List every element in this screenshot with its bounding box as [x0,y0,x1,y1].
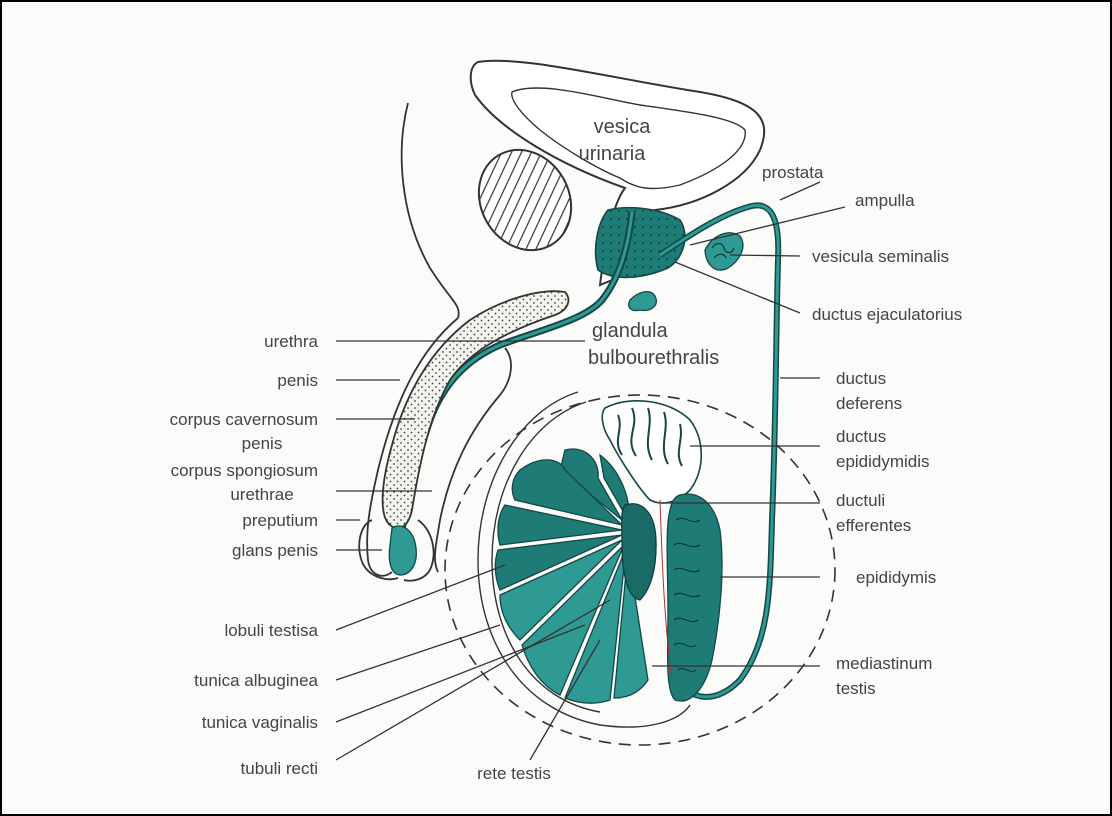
label-ampulla: ampulla [855,191,915,210]
label-ductus-epididymidis-2: epididymidis [836,452,930,471]
label-rete-testis: rete testis [477,764,551,783]
label-tunica-albuginea: tunica albuginea [194,671,318,690]
label-urethra: urethra [264,332,318,351]
rete-testis [622,504,656,600]
label-ductus-epididymidis-1: ductus [836,427,886,446]
abdominal-wall-contour [402,103,459,318]
label-corpus-spongiosum-urethrae: urethrae [230,485,293,504]
label-tunica-vaginalis: tunica vaginalis [202,713,318,732]
label-lobuli-testisa: lobuli testisa [224,621,318,640]
glans-penis [389,526,416,575]
epididymis [667,494,722,701]
label-bulbourethralis: bulbourethralis [588,347,719,369]
label-glandula: glandula [592,320,669,342]
label-ductus-deferens-2: deferens [836,394,902,413]
label-glans-penis: glans penis [232,541,318,560]
bulbourethral-gland [629,292,657,311]
label-mediastinum-2: testis [836,679,876,698]
label-preputium: preputium [242,511,318,530]
label-tubuli-recti: tubuli recti [241,759,318,778]
label-penis: penis [277,371,318,390]
label-corpus-spongiosum: corpus spongiosum [171,461,318,480]
label-prostata: prostata [762,163,824,182]
prostate [596,208,685,278]
label-corpus-cavernosum: corpus cavernosum [170,410,318,429]
label-ductus-ejaculatorius: ductus ejaculatorius [812,305,962,324]
label-urinaria: urinaria [579,143,647,165]
label-ductuli-efferentes-2: efferentes [836,516,911,535]
label-corpus-cavernosum-penis: penis [242,434,283,453]
label-vesica: vesica [594,116,652,138]
label-vesicula-seminalis: vesicula seminalis [812,247,949,266]
seminal-vesicle [705,233,743,270]
label-epididymis: epididymis [856,568,936,587]
label-ductus-deferens-1: ductus [836,369,886,388]
label-ductuli-efferentes-1: ductuli [836,491,885,510]
label-mediastinum-1: mediastinum [836,654,932,673]
